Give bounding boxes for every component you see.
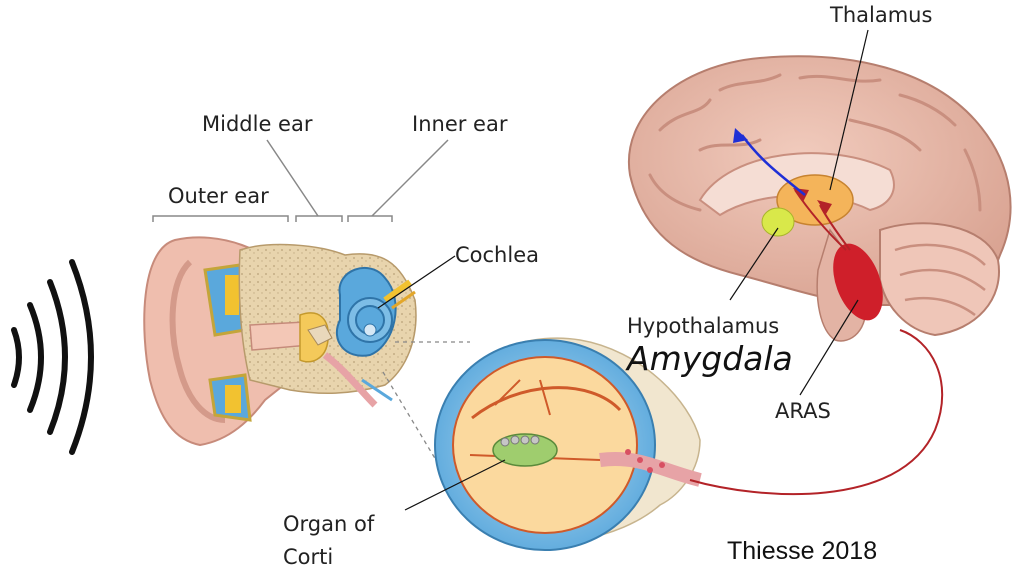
label-amygdala: Amygdala: [625, 339, 793, 378]
label-inner-ear: Inner ear: [412, 112, 508, 136]
label-outer-ear: Outer ear: [168, 184, 269, 208]
ear-region-brackets: [153, 140, 448, 222]
label-hypothalamus: Hypothalamus: [627, 314, 779, 338]
label-aras: ARAS: [775, 399, 831, 423]
image-credit: Thiesse 2018: [727, 537, 877, 565]
label-organ-of-corti-line2: Corti: [283, 545, 333, 569]
sound-waves-icon: [14, 262, 91, 452]
label-organ-of-corti-line1: Organ of: [283, 512, 375, 536]
brain-illustration: [629, 56, 1011, 341]
label-middle-ear: Middle ear: [202, 112, 313, 136]
label-cochlea: Cochlea: [455, 243, 539, 267]
label-thalamus: Thalamus: [829, 3, 932, 27]
